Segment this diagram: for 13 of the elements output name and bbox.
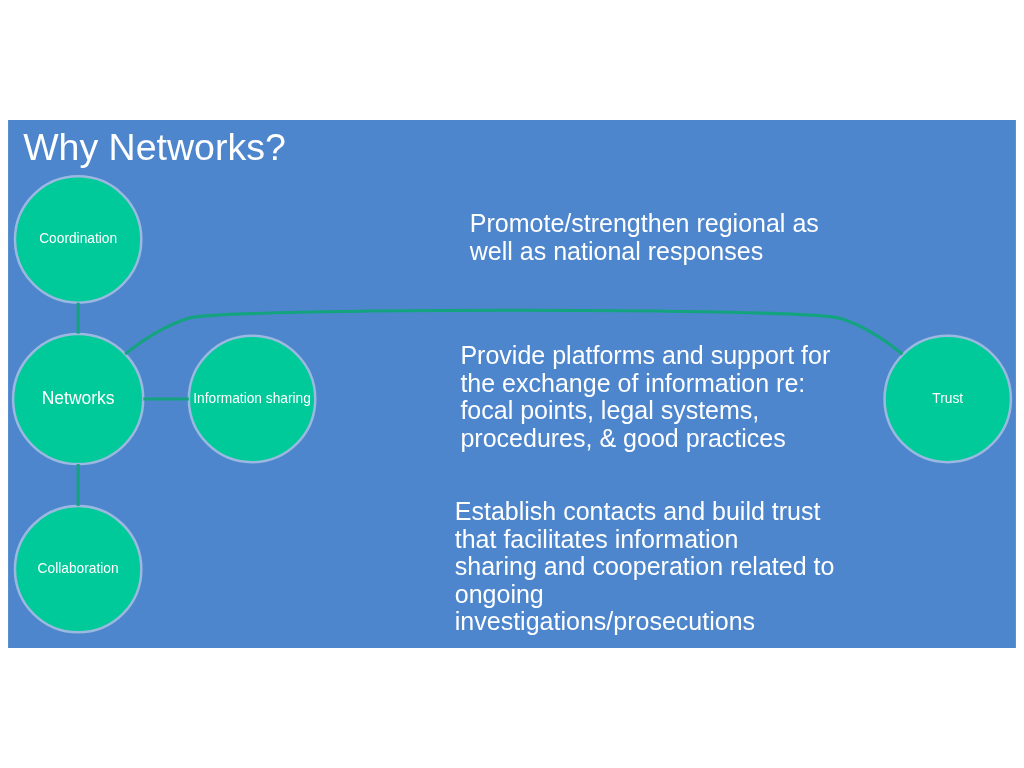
node-circle: Trust: [883, 334, 1013, 464]
node-circle: Collaboration: [13, 504, 143, 634]
node-circle: Coordination: [13, 175, 143, 304]
diagram-title: Why Networks?: [23, 126, 286, 169]
connector: [76, 464, 80, 506]
node-circle: Networks: [11, 332, 145, 466]
node-circle: Information sharing: [187, 334, 317, 464]
label: Provide platforms and support for the exchange of information re: focal points, legal systems, procedures, & good practices: [460, 340, 831, 452]
connector: [124, 308, 904, 356]
connector: [143, 397, 189, 401]
label: Promote/strengthen regional as well as national responses: [469, 208, 819, 265]
connector: [76, 302, 80, 334]
label: Establish contacts and build trust that facilitates information sharing and cooperation related to ongoing investigations/prosecutions: [454, 497, 835, 636]
